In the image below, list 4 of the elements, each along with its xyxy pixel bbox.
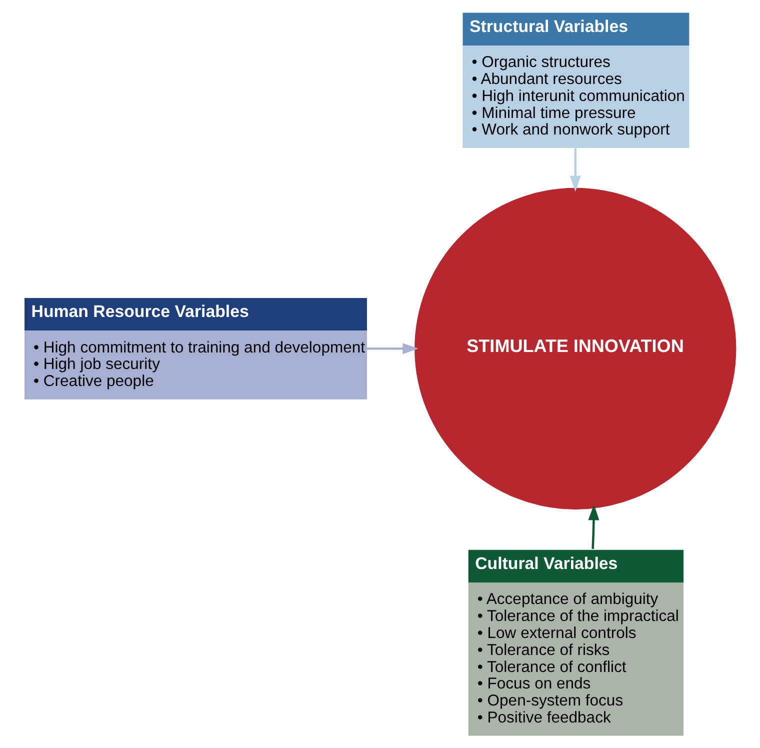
arrow: [367, 343, 418, 354]
arrow: [588, 504, 600, 550]
arrow: [570, 148, 581, 192]
node-circle: STIMULATE INNOVATION: [414, 188, 736, 510]
